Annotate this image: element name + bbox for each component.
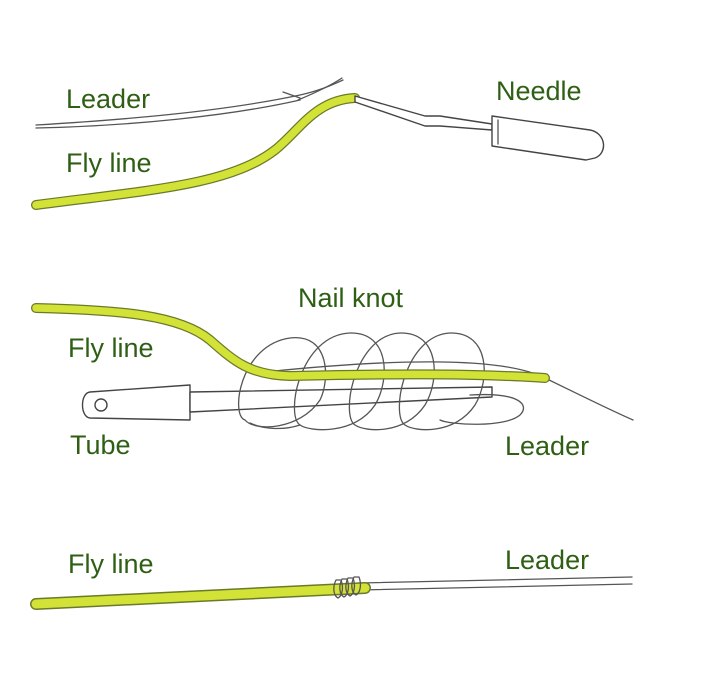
leader-line-lower bbox=[359, 583, 633, 591]
panel-nail-knot: Nail knot Fly line Tube Leader bbox=[31, 283, 634, 461]
label-fly-line: Fly line bbox=[66, 148, 152, 178]
label-nail-knot: Nail knot bbox=[298, 283, 404, 313]
knot-wraps bbox=[333, 576, 362, 599]
panel-needle-insertion: Leader Fly line Needle bbox=[31, 76, 605, 210]
leader-line bbox=[264, 361, 634, 421]
fly-line bbox=[31, 303, 550, 383]
nail-knot-coils bbox=[238, 332, 485, 431]
leader-tag-end bbox=[439, 393, 525, 425]
fly-line bbox=[30, 582, 371, 610]
label-needle: Needle bbox=[496, 76, 582, 106]
needle bbox=[282, 77, 605, 161]
tube bbox=[81, 384, 493, 421]
label-leader: Leader bbox=[505, 431, 589, 461]
label-leader: Leader bbox=[505, 545, 589, 575]
label-tube: Tube bbox=[70, 430, 131, 460]
label-fly-line: Fly line bbox=[68, 549, 154, 579]
leader-line-upper bbox=[35, 99, 301, 129]
label-leader: Leader bbox=[66, 84, 150, 114]
leader-line bbox=[359, 576, 633, 584]
label-fly-line: Fly line bbox=[68, 333, 154, 363]
fly-line bbox=[31, 93, 360, 210]
panel-finished-knot: Fly line Leader bbox=[30, 545, 633, 610]
